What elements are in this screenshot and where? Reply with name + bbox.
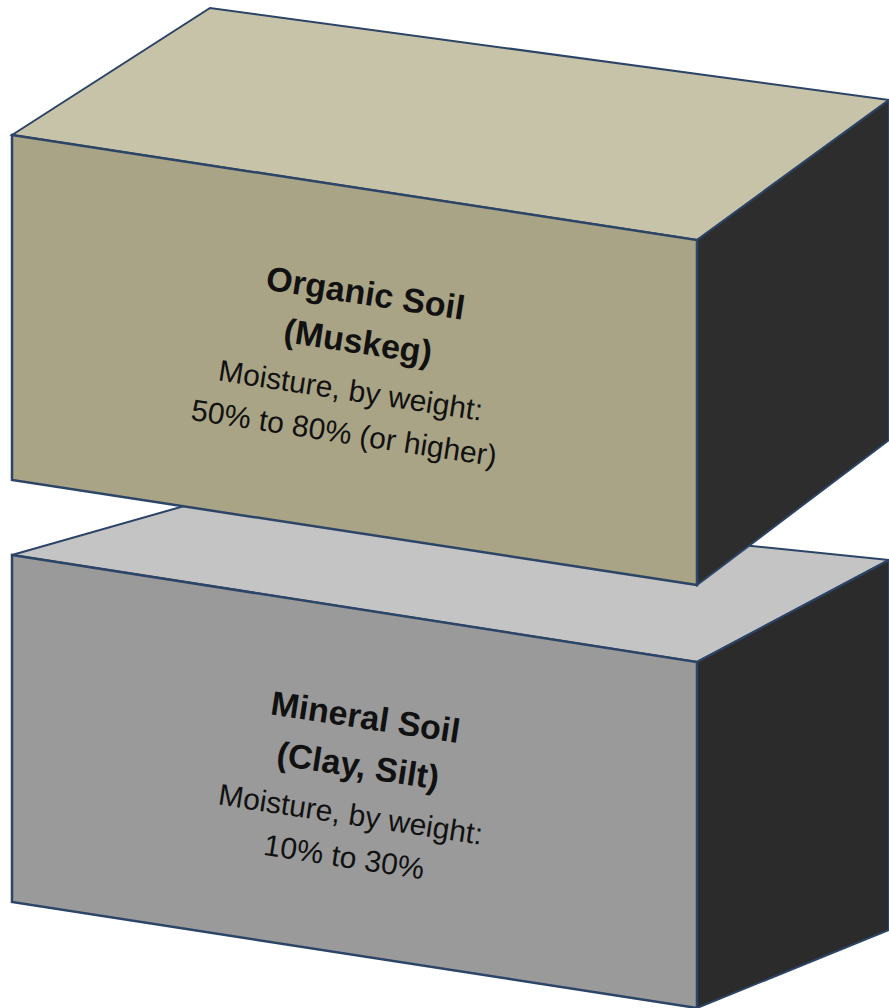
soil-block-label: Organic Soil (Muskeg)Moisture, by weight…: [152, 235, 558, 490]
block-front-face: [12, 555, 697, 1008]
block-side-face: [697, 100, 889, 585]
block-front-face: [12, 135, 697, 585]
soil-block-label: Mineral Soil (Clay, Silt)Moisture, by we…: [152, 659, 558, 914]
block-side-face: [697, 560, 889, 1008]
